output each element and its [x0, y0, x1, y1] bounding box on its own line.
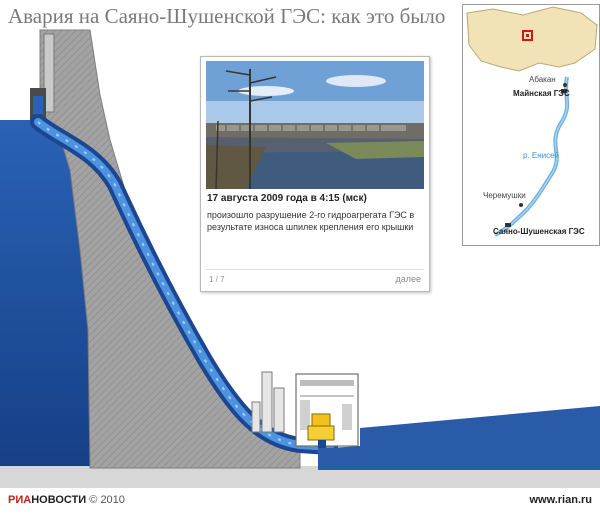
card-divider: [206, 269, 424, 270]
site-url[interactable]: www.rian.ru: [529, 494, 592, 506]
map-label-mainskaya: Майнская ГЭС: [513, 89, 570, 98]
powerhouse: [295, 373, 359, 447]
dam-photo: [206, 61, 424, 189]
turbine-unit: [307, 413, 335, 450]
location-map: Абакан Майнская ГЭС р. Енисей Черемушки …: [462, 4, 600, 246]
map-label-yenisei: р. Енисей: [523, 151, 560, 160]
ground: [0, 466, 600, 488]
next-button[interactable]: далее: [395, 274, 421, 284]
logo-ria: РИА: [8, 494, 32, 506]
info-card: 17 августа 2009 года в 4:15 (мск) произо…: [200, 56, 430, 292]
ria-logo: РИАНОВОСТИ © 2010: [8, 494, 125, 506]
map-label-cheryomushki: Черемушки: [483, 191, 526, 200]
logo-novosti: НОВОСТИ: [31, 494, 87, 506]
crest-tower: [43, 33, 55, 113]
reservoir-water: [0, 120, 92, 470]
map-label-abakan: Абакан: [529, 75, 556, 84]
page-title: Авария на Саяно-Шушенской ГЭС: как это б…: [8, 4, 446, 28]
tailwater: [360, 406, 600, 470]
location-marker: [522, 30, 533, 41]
copyright: © 2010: [89, 494, 125, 506]
slide-counter: 1 / 7: [209, 275, 225, 284]
switchyard: [251, 371, 285, 433]
map-label-sayano: Саяно-Шушенская ГЭС: [493, 227, 585, 236]
incident-date: 17 августа 2009 года в 4:15 (мск): [207, 193, 367, 204]
incident-description: произошло разрушение 2-го гидроагрегата …: [207, 210, 415, 232]
